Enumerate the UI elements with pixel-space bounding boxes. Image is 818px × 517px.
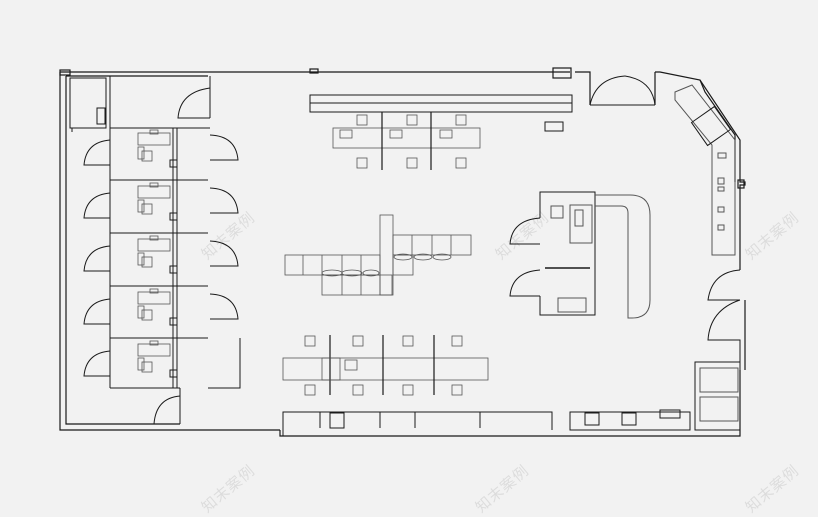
central-tables [284, 214, 472, 296]
entry-double-door [589, 75, 656, 106]
top-workstations [332, 112, 481, 170]
service-room [69, 76, 211, 132]
right-counter [674, 84, 736, 256]
bottom-cabinet-run [282, 409, 691, 436]
office-floor-plan [59, 67, 746, 437]
private-offices [83, 127, 241, 425]
reception-room [509, 191, 651, 319]
right-wall-doors [707, 269, 741, 370]
bottom-right-rooms [694, 361, 741, 431]
exterior-walls [59, 67, 746, 437]
bottom-workstations [282, 335, 489, 396]
top-cabinet-run [309, 94, 573, 132]
